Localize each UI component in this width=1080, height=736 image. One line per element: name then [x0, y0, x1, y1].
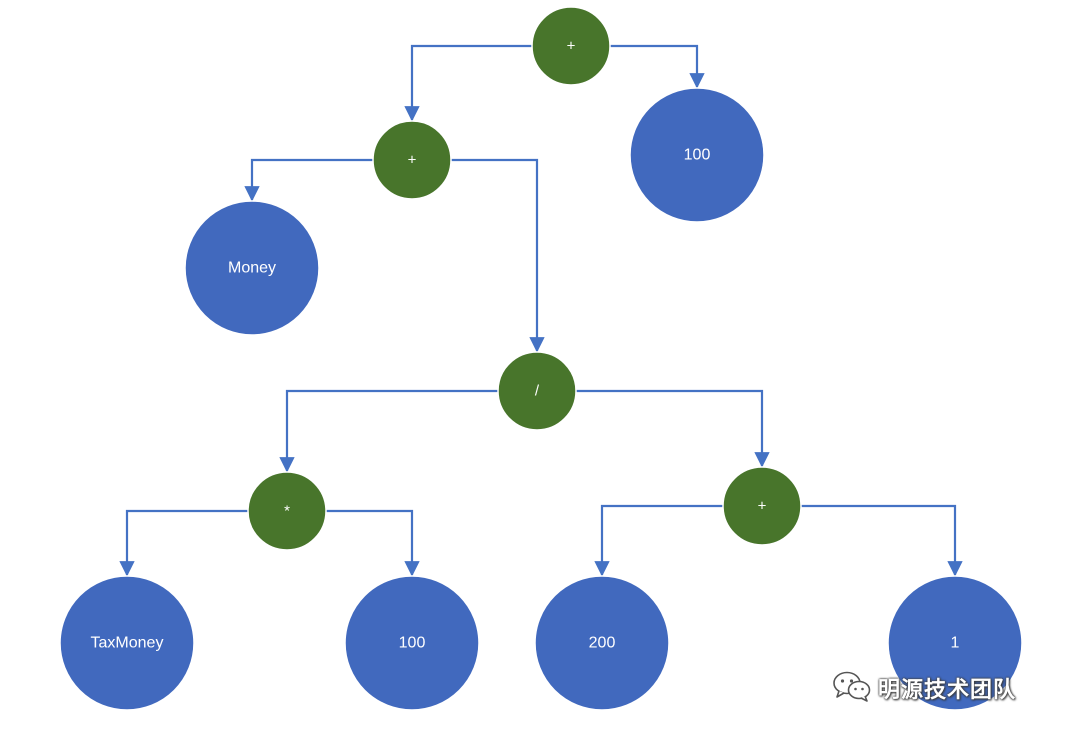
operator-node-label: + — [758, 498, 767, 515]
operand-node-circle — [629, 87, 765, 223]
node-num-100-low: 100 — [344, 575, 480, 711]
operand-node-label: 1 — [951, 635, 960, 652]
edge-plus-right-to-num-200 — [594, 504, 723, 577]
edge-plus-root-to-num-100-top — [610, 44, 705, 89]
operand-node-circle — [534, 575, 670, 711]
operand-node-circle — [887, 575, 1023, 711]
edge-plus-root-to-plus-left — [404, 44, 532, 122]
node-num-100-top: 100 — [629, 87, 765, 223]
wechat-icon — [832, 669, 872, 708]
node-divide: / — [497, 351, 577, 431]
edge-divide-to-plus-right — [576, 389, 770, 468]
operand-node-label: 100 — [399, 635, 426, 652]
operand-node-label: 100 — [684, 147, 711, 164]
operator-node-circle — [497, 351, 577, 431]
node-taxmoney: TaxMoney — [59, 575, 195, 711]
edge-multiply-to-taxmoney — [119, 509, 248, 577]
operand-node-circle — [59, 575, 195, 711]
edge-plus-right-to-num-1 — [801, 504, 963, 577]
operand-node-label: TaxMoney — [91, 635, 164, 652]
node-plus-root: + — [531, 6, 611, 86]
operator-node-circle — [247, 471, 327, 551]
operator-node-label: + — [408, 152, 417, 169]
edge-multiply-to-num-100-low — [326, 509, 420, 577]
operator-node-circle — [531, 6, 611, 86]
node-num-1: 1 — [887, 575, 1023, 711]
operator-node-label: + — [567, 38, 576, 55]
watermark-text: 明源技术团队 — [878, 678, 1017, 703]
operator-node-circle — [372, 120, 452, 200]
node-multiply: * — [247, 471, 327, 551]
node-plus-left: + — [372, 120, 452, 200]
operand-node-circle — [344, 575, 480, 711]
operator-node-circle — [722, 466, 802, 546]
watermark: 明源技术团队 — [832, 668, 1016, 708]
node-plus-right: + — [722, 466, 802, 546]
edge-plus-left-to-divide — [451, 158, 545, 353]
operand-node-label: Money — [228, 260, 276, 277]
operand-node-label: 200 — [589, 635, 616, 652]
operand-node-circle — [184, 200, 320, 336]
node-money: Money — [184, 200, 320, 336]
operator-node-label: * — [284, 503, 290, 520]
edge-divide-to-multiply — [279, 389, 498, 473]
edge-plus-left-to-money — [244, 158, 373, 202]
node-num-200: 200 — [534, 575, 670, 711]
operator-node-label: / — [535, 383, 540, 400]
edges-layer — [119, 44, 963, 577]
